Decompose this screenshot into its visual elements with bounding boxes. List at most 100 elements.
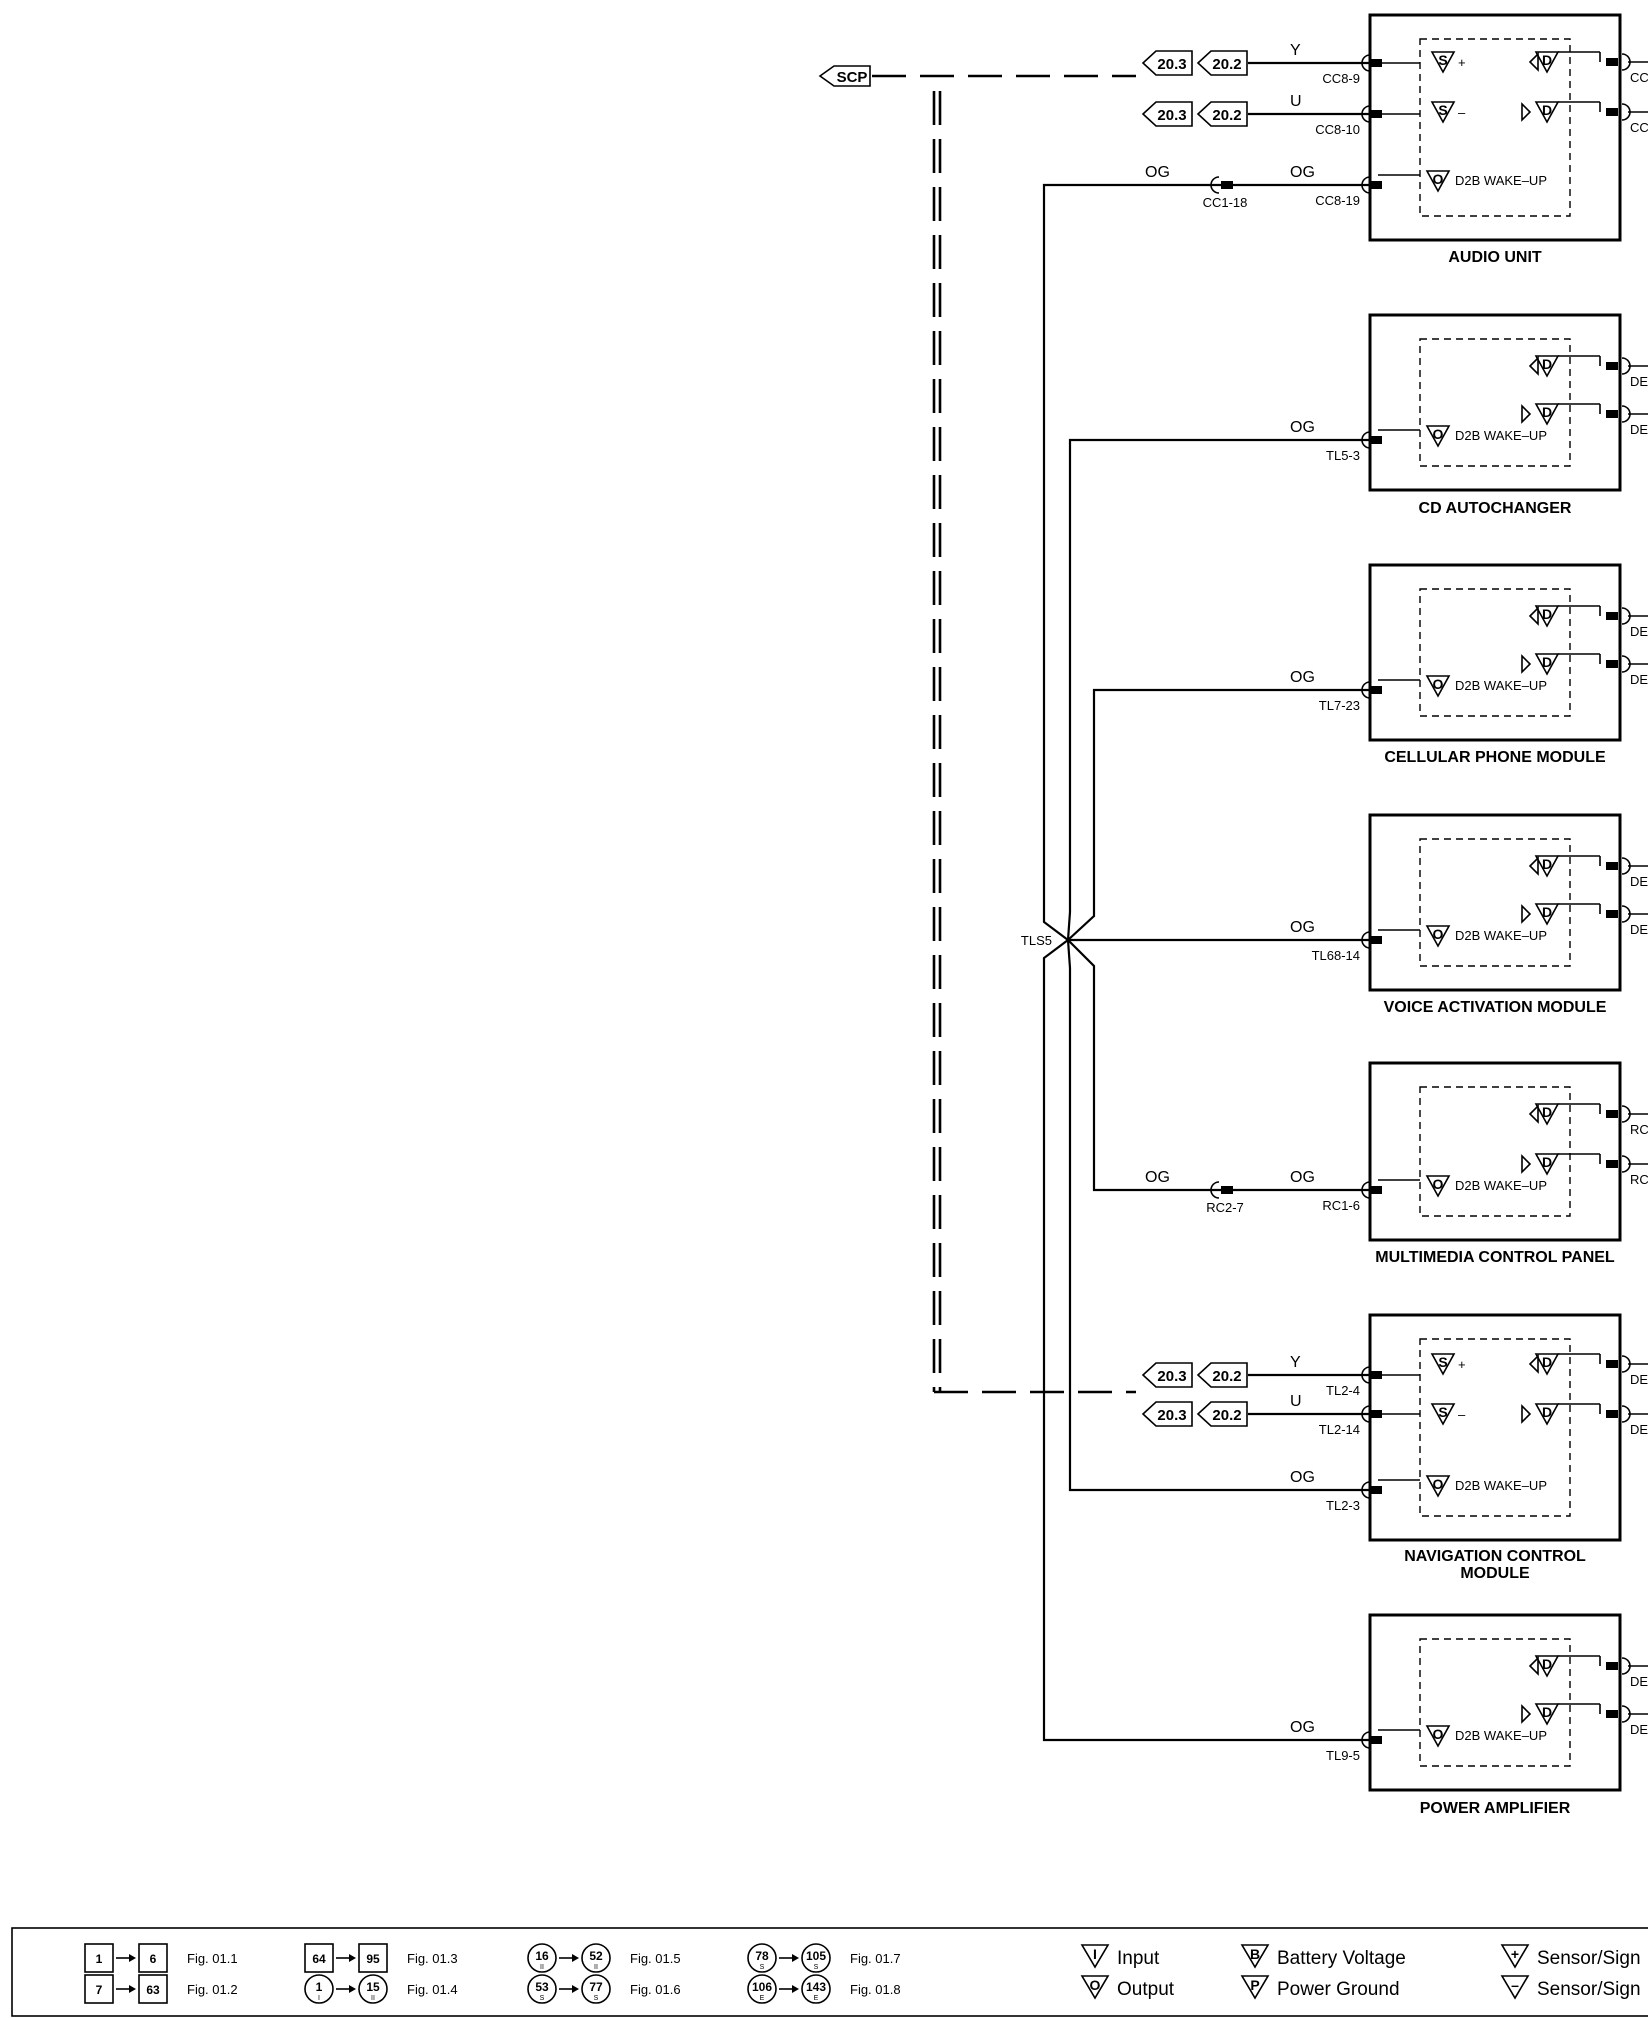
data-symbol-letter: D	[1542, 1104, 1552, 1120]
legend-triangle	[1080, 1975, 1110, 2000]
pin-stub-right	[1606, 1360, 1618, 1368]
legend-triangle	[1240, 1975, 1270, 2000]
og-wire-color: OG	[1290, 1719, 1315, 1736]
connector-u	[1361, 1405, 1371, 1423]
legend-number: 106	[752, 1980, 772, 1994]
legend-number: 78	[755, 1949, 769, 1963]
right-pin-label: DE	[1630, 1674, 1648, 1689]
ref-tag-b-label: 20.2	[1212, 1368, 1241, 1385]
data-symbol	[1534, 1103, 1560, 1126]
scp-network: SCP	[818, 65, 1136, 1394]
legend-circle	[527, 1974, 557, 2004]
data-symbol-letter: D	[1542, 1354, 1552, 1370]
og-wire-navigation	[1066, 939, 1370, 1492]
wake-up-label: D2B WAKE–UP	[1455, 1728, 1547, 1743]
arrow-in	[1528, 1354, 1539, 1374]
output-symbol-letter: O	[1433, 676, 1444, 692]
ref-tag-a-label: 20.3	[1157, 107, 1186, 124]
legend-number: 15	[366, 1980, 380, 1994]
y-wire-color: Y	[1290, 1354, 1301, 1371]
legend-number: 64	[312, 1952, 326, 1966]
data-symbol	[1534, 101, 1560, 124]
output-symbol-letter: O	[1433, 1726, 1444, 1742]
arrow-in	[1528, 856, 1539, 876]
module-box	[1368, 313, 1622, 492]
ref-tag-a	[1141, 1401, 1193, 1427]
legend-arrowhead	[572, 1985, 579, 1993]
ref-tag-a	[1141, 101, 1193, 127]
sensor-minus-sign: –	[1458, 105, 1466, 120]
splice-label: TLS5	[1021, 933, 1052, 948]
module-box	[1368, 1313, 1622, 1542]
arrow-in	[1528, 52, 1539, 72]
legend-arrowhead	[129, 1954, 136, 1962]
pin-stub-og	[1370, 181, 1382, 189]
legend-number: 7	[96, 1983, 103, 1997]
pin-stub-right	[1606, 1410, 1618, 1418]
legend-subscript: I	[318, 1995, 320, 2002]
legend-arrowhead	[792, 1985, 799, 1993]
legend-number: 6	[150, 1952, 157, 1966]
data-symbol	[1534, 1703, 1560, 1726]
pin-stub-right	[1606, 1110, 1618, 1118]
u-wire-color: U	[1290, 1393, 1302, 1410]
right-pin-label: DE	[1630, 624, 1648, 639]
legend-number: 53	[535, 1980, 549, 1994]
arrow-out	[1521, 102, 1532, 122]
legend-subscript: S	[814, 1964, 819, 1971]
data-symbol	[1534, 605, 1560, 628]
legend-symbol-label: Power Ground	[1277, 1979, 1400, 2000]
legend-symbol-label: Battery Voltage	[1277, 1948, 1406, 1969]
legend-square	[358, 1943, 388, 1973]
y-pin-label: CC8-9	[1322, 71, 1360, 86]
module-box	[1368, 1613, 1622, 1792]
u-wire-color: U	[1290, 93, 1302, 110]
legend-triangle	[1080, 1944, 1110, 1969]
legend-subscript: II	[594, 1964, 598, 1971]
legend-number: 77	[589, 1980, 603, 1994]
og-pin-label: TL68-14	[1312, 948, 1360, 963]
sensor-plus-sign: +	[1458, 55, 1466, 70]
legend-square	[304, 1943, 334, 1973]
legend-subscript: S	[594, 1995, 599, 2002]
data-symbol-letter: D	[1542, 654, 1552, 670]
legend-arrowhead	[572, 1954, 579, 1962]
og-pin-label: RC1-6	[1322, 1198, 1360, 1213]
legend-arrowhead	[349, 1954, 356, 1962]
arrow-in	[1528, 1656, 1539, 1676]
data-symbol-letter: D	[1542, 606, 1552, 622]
legend-subscript: II	[540, 1964, 544, 1971]
module-name: CELLULAR PHONE MODULE	[1384, 749, 1606, 766]
right-pin-label: DE	[1630, 374, 1648, 389]
data-symbol-letter: D	[1542, 904, 1552, 920]
pin-stub-right	[1606, 862, 1618, 870]
data-symbol-letter: D	[1542, 1404, 1552, 1420]
legend-symbol-label: Sensor/Sign	[1537, 1979, 1641, 2000]
og-wire-color: OG	[1290, 164, 1315, 181]
connector-y	[1361, 1366, 1371, 1384]
ref-tag-b	[1196, 1401, 1248, 1427]
pin-stub-u	[1370, 110, 1382, 118]
legend-square	[84, 1943, 114, 1973]
connector-y	[1361, 54, 1371, 72]
legend-subscript: E	[814, 1995, 819, 2002]
module-name: POWER AMPLIFIER	[1420, 1800, 1571, 1817]
right-pin-label: DE	[1630, 1422, 1648, 1437]
ref-tag-b-label: 20.2	[1212, 1407, 1241, 1424]
og-wire-cellular	[1067, 688, 1370, 941]
legend-arrowhead	[792, 1954, 799, 1962]
right-pin-label: RC	[1630, 1172, 1648, 1187]
ref-tag-a-label: 20.3	[1157, 56, 1186, 73]
right-pin-label: DE	[1630, 1722, 1648, 1737]
wake-up-label: D2B WAKE–UP	[1455, 173, 1547, 188]
sensor-minus-symbol-letter: S	[1438, 102, 1447, 118]
og-wire-color-upstream: OG	[1145, 164, 1170, 181]
module-box	[1368, 13, 1622, 242]
